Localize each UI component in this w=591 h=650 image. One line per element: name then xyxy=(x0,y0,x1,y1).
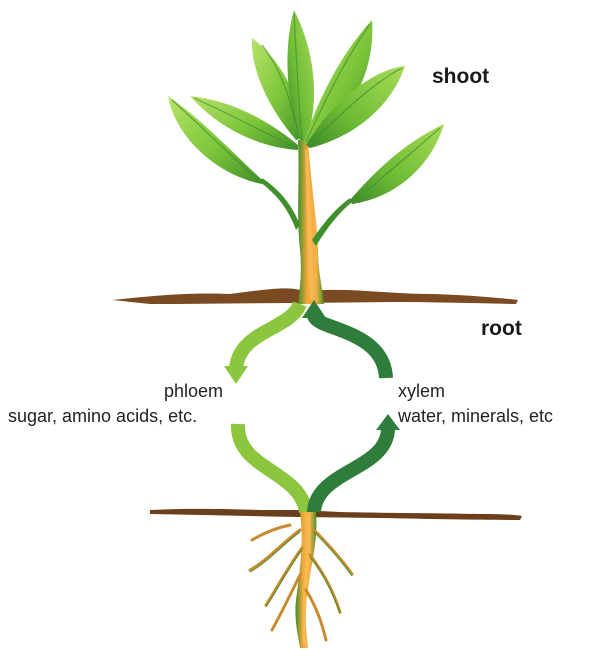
xylem-arrow-upper xyxy=(314,316,386,378)
phloem-arrow-lower xyxy=(238,424,306,512)
left-branch xyxy=(260,178,300,230)
xylem-arrowhead-lower xyxy=(376,414,400,430)
xylem-contents-label: water, minerals, etc xyxy=(398,405,553,427)
right-branch xyxy=(312,198,352,246)
phloem-arrowhead xyxy=(224,366,248,384)
phloem-contents-label: sugar, amino acids, etc. xyxy=(8,405,197,427)
phloem-label: phloem xyxy=(164,380,223,402)
root-label: root xyxy=(481,318,522,340)
shoot-label: shoot xyxy=(432,66,489,88)
xylem-arrow-lower xyxy=(314,428,388,512)
xylem-label: xylem xyxy=(398,380,445,402)
phloem-arrow-upper xyxy=(236,304,300,368)
lower-soil-line xyxy=(150,509,522,520)
leaf-right xyxy=(350,124,444,204)
